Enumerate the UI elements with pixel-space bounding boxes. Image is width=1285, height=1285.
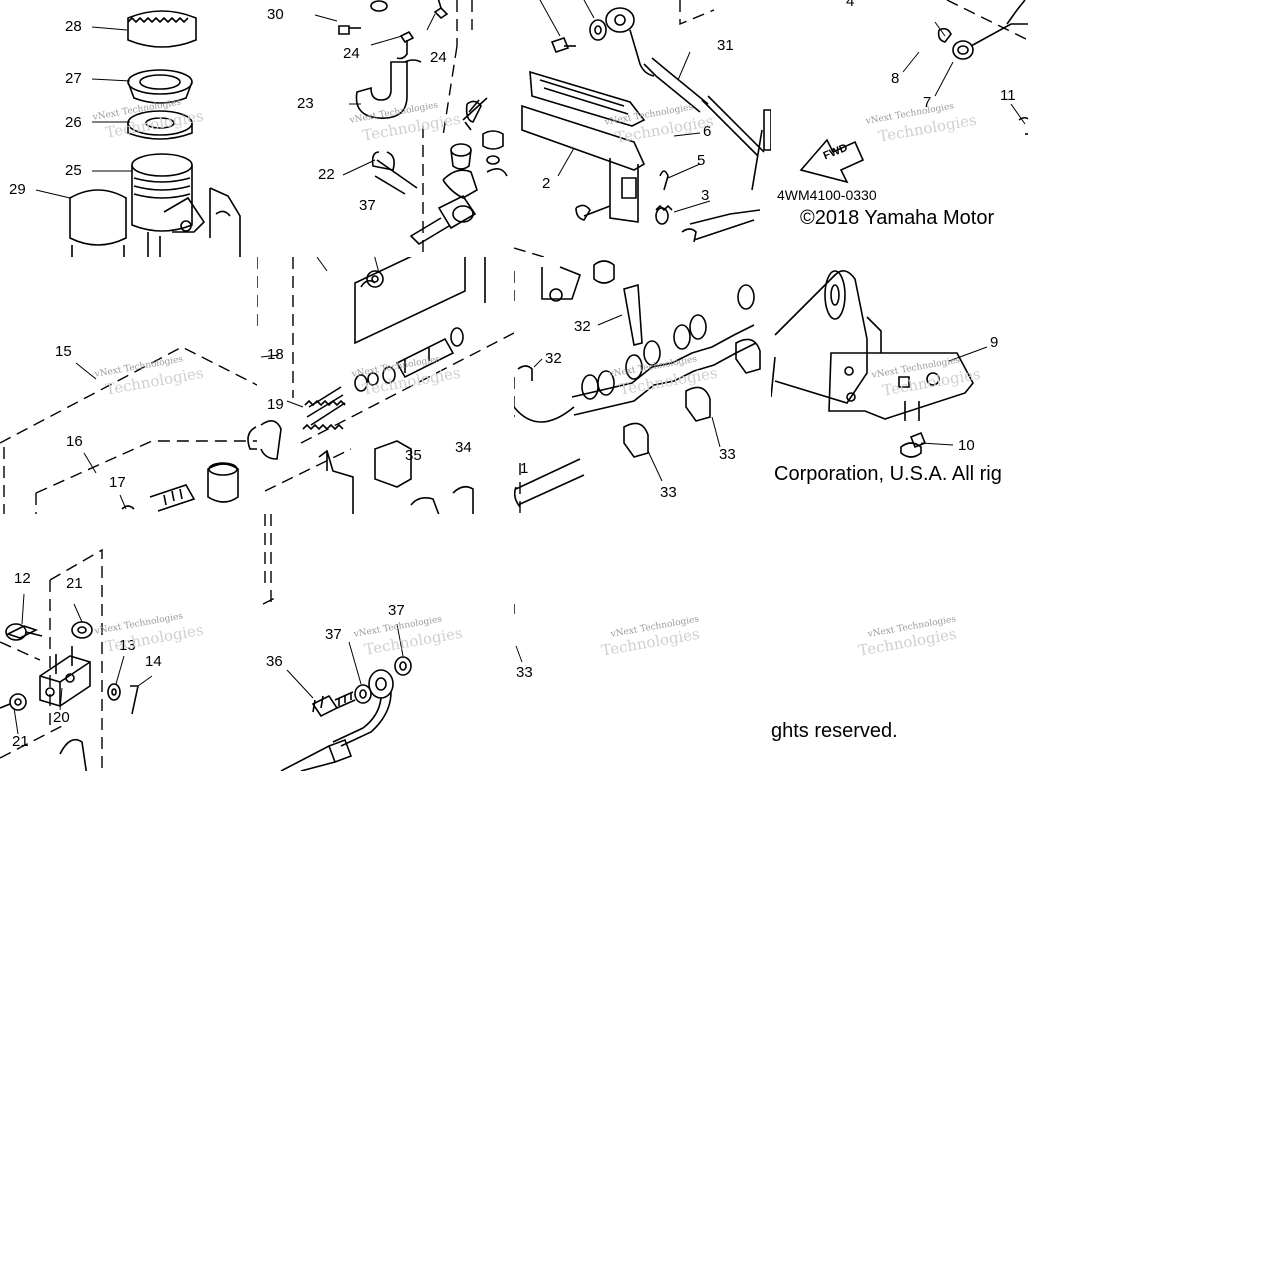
part-label-25: 25 [65,162,82,179]
part-label-33: 33 [516,664,533,681]
union-bolt-drawing [262,514,412,771]
tile-bracket: 9 10 Corporation, U.S.A. All rig vNext T… [771,257,1028,514]
tile-union-bolt: 36 37 37 vNext Technologies Technologies [257,514,514,771]
part-label-36: 36 [266,653,283,670]
part-label-23: 23 [297,95,314,112]
part-label-14: 14 [145,653,162,670]
copyright-line-3: ghts reserved. [771,720,898,742]
copyright-line-2: Corporation, U.S.A. All rig [774,463,1002,485]
part-label-30: 30 [267,6,284,23]
part-label-32b: 32 [545,350,562,367]
part-label-27: 27 [65,70,82,87]
tile-clevis: 12 21 13 14 20 21 vNext Technologies Tec… [0,514,257,771]
part-label-32: 32 [574,318,591,335]
part-label-33: 33 [660,484,677,501]
part-label-17: 17 [109,474,126,491]
copyright-line-1: ©2018 Yamaha Motor [800,207,995,229]
part-label-15: 15 [55,343,72,360]
tile-brake-pedal: 31 6 5 3 2 vNext Technologies Technologi… [514,0,771,257]
part-label-21b: 21 [12,733,29,750]
part-label-21: 21 [66,575,83,592]
part-label-31: 31 [717,37,734,54]
part-label-10: 10 [958,437,975,454]
part-label-36: 36 [266,257,283,259]
drawing-code: 4WM4100-0330 [777,187,877,203]
part-label-18: 18 [267,346,284,363]
part-label-9: 9 [990,334,999,351]
part-label-7: 7 [923,94,932,111]
reservoir-drawing [35,10,241,257]
part-label-28: 28 [65,18,82,35]
tile-spring-piston: 36 18 19 35 34 vNext Technologies Techno… [257,257,514,514]
part-label-37: 37 [359,197,376,214]
part-label-5: 5 [697,152,706,169]
hose-cylinder-drawing [314,0,508,257]
part-label-1: 1 [520,460,529,477]
part-label-4: 4 [846,0,855,10]
part-label-34: 34 [455,439,472,456]
part-label-37: 37 [325,626,342,643]
part-label-19: 19 [267,396,284,413]
part-label-24: 24 [343,45,360,62]
part-label-35: 35 [405,447,422,464]
part-label-22: 22 [318,166,335,183]
tile-copyright: 4 8 7 11 FWD 4WM4100-0330 ©2018 Yamaha M… [771,0,1028,257]
part-label-26: 26 [65,114,82,131]
part-label-6: 6 [703,123,712,140]
part-label-16: 16 [66,433,83,450]
part-label-20: 20 [53,709,70,726]
part-label-37b: 37 [388,602,405,619]
tile-clamp-33: 33 vNext Technologies Technologies [514,514,771,771]
part-label-11: 11 [1000,87,1016,104]
clevis-drawing [0,548,153,771]
part-label-8: 8 [891,70,900,87]
tile-brake-rod: 32 32 33 33 1 vNext Technologies Technol… [514,257,771,514]
part-label-3: 3 [701,187,710,204]
tile-reservoir: 28 27 26 25 29 vNext Technologies Techno… [0,0,257,257]
part-label-29: 29 [9,181,26,198]
brake-pedal-drawing [514,0,771,257]
tile-hose-cylinder: 30 24 24 23 22 37 vNext Technologies Tec… [257,0,514,257]
part-label-13: 13 [119,637,136,654]
part-label-12: 12 [14,570,31,587]
part-label-2: 2 [542,175,551,192]
tile-cylinder-internals: 15 16 17 vNext Technologies Technologies [0,257,257,514]
copyright-drawing [799,0,1028,184]
tile-copyright-tail: ghts reserved. vNext Technologies Techno… [771,514,1028,771]
bracket-drawing [771,270,988,458]
clamp-drawing [514,604,523,663]
part-label-24b: 24 [430,49,447,66]
cylinder-internals-drawing [0,346,257,514]
part-label-33b: 33 [719,446,736,463]
spring-piston-drawing [257,257,514,514]
brake-rod-drawing [514,260,761,514]
